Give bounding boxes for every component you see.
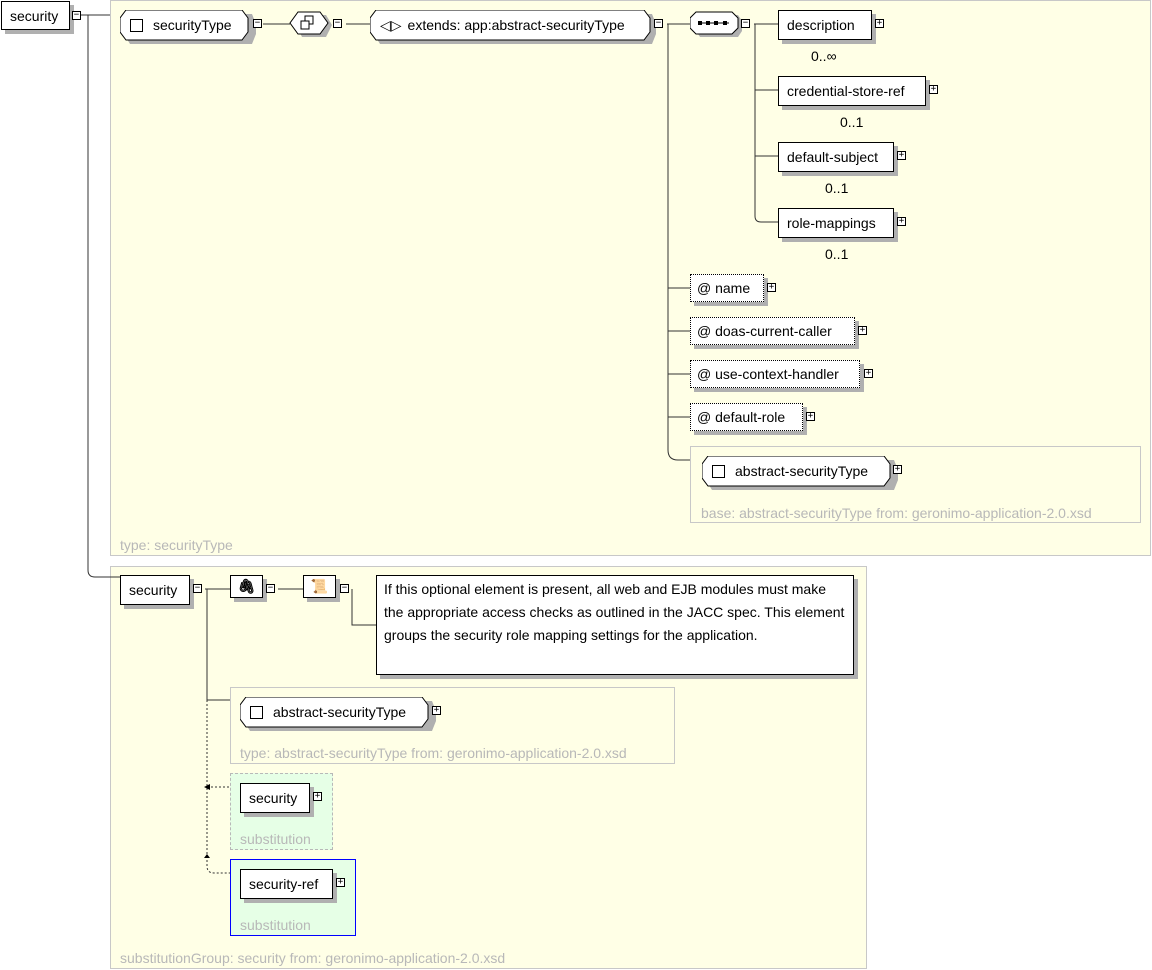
attribute-default-role[interactable]: @ default-role xyxy=(690,403,803,431)
annotation-icon[interactable]: 🖇 xyxy=(230,575,263,598)
substitution-group-caption: substitutionGroup: security from: geroni… xyxy=(120,950,506,966)
type-abstract-securityType[interactable]: abstract-securityType xyxy=(240,697,436,731)
type-caption: type: abstract-securityType from: geroni… xyxy=(240,745,627,761)
element-icon xyxy=(130,18,143,32)
sequence-icon xyxy=(690,11,742,37)
expand-icon[interactable]: + xyxy=(432,705,441,715)
expand-icon[interactable]: + xyxy=(929,84,938,94)
collapse-icon[interactable]: − xyxy=(72,10,81,20)
element-description[interactable]: description xyxy=(778,10,872,40)
occurrence: 0..1 xyxy=(825,180,849,196)
substitution-caption: substitution xyxy=(240,831,311,847)
occurrence: 0..1 xyxy=(825,246,849,262)
expand-icon[interactable]: + xyxy=(893,464,902,474)
collapse-icon[interactable]: − xyxy=(266,583,275,593)
base-caption: base: abstract-securityType from: geroni… xyxy=(701,505,1092,521)
attribute-doas-current-caller[interactable]: @ doas-current-caller xyxy=(690,317,855,345)
type-caption: type: securityType xyxy=(120,537,233,553)
complex-content-icon xyxy=(289,11,332,37)
documentation-icon[interactable]: 📜 xyxy=(303,575,336,598)
extension-abstract-securityType[interactable]: ◁▷extends: app:abstract-securityType xyxy=(370,10,656,44)
expand-icon[interactable]: + xyxy=(875,18,884,28)
substitution-caption: substitution xyxy=(240,917,311,933)
element-security[interactable]: security xyxy=(120,575,190,605)
element-credential-store-ref[interactable]: credential-store-ref xyxy=(778,76,926,106)
extension-icon: ◁▷ xyxy=(380,16,402,33)
expand-icon[interactable]: + xyxy=(313,791,322,801)
occurrence: 0..1 xyxy=(840,114,864,130)
attribute-name[interactable]: @ name xyxy=(690,274,764,302)
element-default-subject[interactable]: default-subject xyxy=(778,142,894,172)
complex-type-securityType[interactable]: securityType xyxy=(120,10,256,44)
occurrence: 0..∞ xyxy=(811,48,837,64)
root-security-element[interactable]: security xyxy=(1,1,70,30)
element-role-mappings[interactable]: role-mappings xyxy=(778,208,894,238)
base-abstract-securityType[interactable]: abstract-securityType xyxy=(702,456,898,490)
collapse-icon[interactable]: − xyxy=(193,583,202,593)
element-icon xyxy=(250,705,263,719)
collapse-icon[interactable]: − xyxy=(340,583,349,593)
attribute-use-context-handler[interactable]: @ use-context-handler xyxy=(690,360,860,388)
collapse-icon[interactable]: − xyxy=(253,18,262,28)
expand-icon[interactable]: + xyxy=(897,216,906,226)
expand-icon[interactable]: + xyxy=(864,368,873,378)
element-security-substitution[interactable]: security xyxy=(240,783,310,813)
expand-icon[interactable]: + xyxy=(806,411,815,421)
expand-icon[interactable]: + xyxy=(897,150,906,160)
collapse-icon[interactable]: − xyxy=(741,18,750,28)
collapse-icon[interactable]: − xyxy=(333,18,342,28)
documentation-text: If this optional element is present, all… xyxy=(376,575,854,675)
expand-icon[interactable]: + xyxy=(336,877,345,887)
collapse-icon[interactable]: − xyxy=(654,18,663,28)
expand-icon[interactable]: + xyxy=(767,282,776,292)
element-icon xyxy=(712,464,725,478)
expand-icon[interactable]: + xyxy=(858,325,867,335)
element-security-ref[interactable]: security-ref xyxy=(240,869,333,899)
